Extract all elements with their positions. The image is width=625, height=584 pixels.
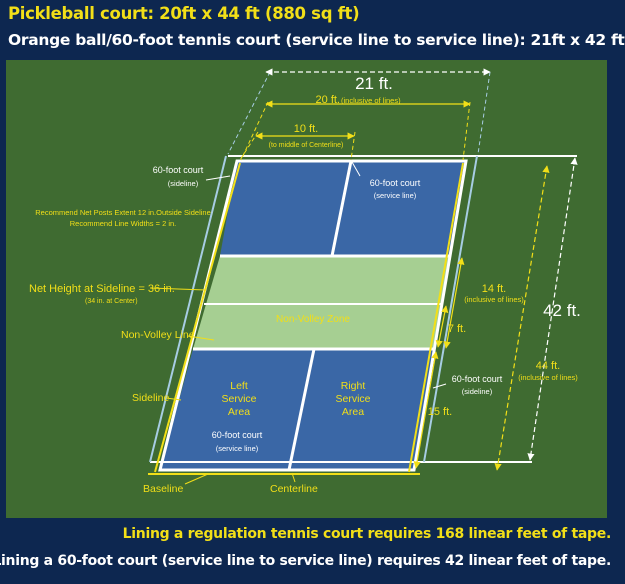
dimension-44-label: 44 ft. (536, 360, 560, 372)
page-title: Pickleball court: 20ft x 44 ft (880 sq f… (8, 4, 360, 23)
top-left-service-area (220, 161, 351, 256)
guide-21-left (227, 71, 271, 155)
net-height-label: Net Height at Sideline = 36 in. (29, 283, 175, 295)
dimension-15-label: 15 ft. (428, 406, 452, 418)
sixty-sideline-right-sub: (sideline) (462, 387, 493, 396)
sixty-service-bottom-label: 60-foot court (212, 430, 263, 440)
guide-20-right (462, 101, 471, 161)
leader-net-height (149, 287, 207, 291)
dimension-42-label: 42 ft. (543, 301, 581, 320)
centerline-label: Centerline (270, 483, 318, 495)
dimension-14-arrow (443, 257, 465, 349)
footer-note-sixty: Lining a 60-foot court (service line to … (0, 553, 611, 569)
non-volley-zone-label: Non-Volley Zone (276, 314, 350, 325)
dimension-44-note: (inclusive of lines) (518, 373, 578, 382)
sixty-sideline-right-label: 60-foot court (452, 374, 503, 384)
left-service-area-line-1: Left (230, 380, 248, 392)
non-volley-line-label: Non-Volley Line (121, 329, 195, 341)
left-service-area-line-3: Area (228, 406, 250, 418)
leader-sideline (165, 397, 182, 401)
right-service-area-line-1: Right (341, 380, 366, 392)
dimension-14-label: 14 ft. (482, 283, 506, 295)
guide-10-left (239, 131, 259, 161)
non-volley-zone-area (193, 256, 450, 349)
dimension-10-label: 10 ft. (294, 123, 318, 135)
right-service-area-line-2: Service (335, 393, 370, 405)
bottom-left-service-area (160, 349, 314, 470)
dimension-42-arrow (527, 157, 578, 461)
leader-sixty-sideline-right (432, 383, 447, 389)
dimension-7-arrow (435, 305, 449, 348)
leader-sixty-service-top (351, 161, 361, 177)
dimension-20-note: (inclusive of lines) (341, 96, 401, 105)
net-posts-note: Recommend Net Posts Extent 12 in.Outside… (35, 208, 211, 217)
left-service-area-line-2: Service (221, 393, 256, 405)
leader-sixty-sideline-top (205, 175, 231, 181)
sixty-service-top-label: 60-foot court (370, 178, 421, 188)
bottom-right-service-area (289, 349, 434, 470)
sixty-service-top-sub: (service line) (374, 191, 417, 200)
sixty-sideline-top-sub: (sideline) (168, 179, 199, 188)
top-right-service-area (332, 161, 466, 256)
dimension-14-note: (inclusive of lines) (464, 295, 524, 304)
guide-10-right (350, 131, 356, 161)
right-service-area-line-3: Area (342, 406, 364, 418)
footer-note-tennis: Lining a regulation tennis court require… (122, 526, 612, 542)
sixty-sideline-top-label: 60-foot court (153, 165, 204, 175)
dimension-7-label: 7 ft. (448, 323, 466, 335)
baseline-label: Baseline (143, 483, 183, 495)
guide-20-left (240, 101, 269, 161)
sixty-foot-sideline-left (149, 155, 227, 463)
line-widths-note: Recommend Line Widths = 2 in. (70, 219, 177, 228)
dimension-15-arrow (413, 351, 439, 469)
sideline-label: Sideline (132, 392, 170, 404)
dimension-20-label: 20 ft. (316, 94, 340, 106)
pickleball-sideline-left (154, 162, 241, 473)
court-lines (158, 159, 468, 472)
page-subtitle: Orange ball/60-foot tennis court (servic… (8, 31, 625, 49)
sixty-service-bottom-sub: (service line) (216, 444, 259, 453)
leader-baseline (184, 473, 209, 485)
leader-centerline (291, 472, 296, 483)
net-height-sub: (34 in. at Center) (85, 298, 138, 305)
dimension-21-label: 21 ft. (355, 74, 393, 93)
leader-non-volley-line (187, 335, 215, 341)
dimension-10-note: (to middle of Centerline) (269, 142, 344, 149)
dimension-44-arrow (494, 165, 550, 471)
